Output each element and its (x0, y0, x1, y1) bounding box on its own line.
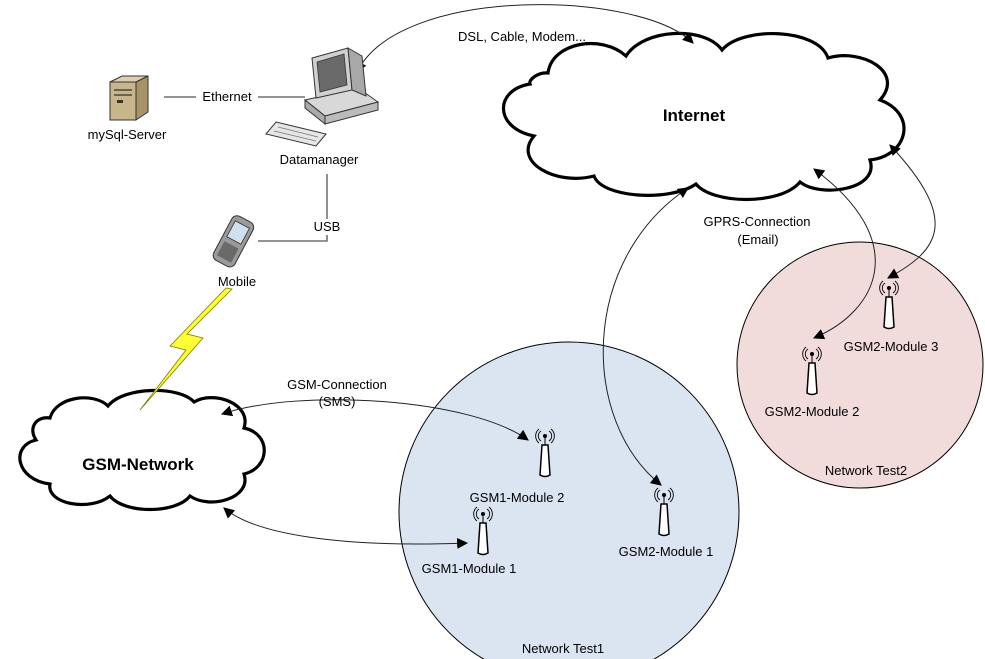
dsl-connection-arc (356, 4, 694, 73)
gsm-connection-arc-2 (223, 507, 469, 549)
usb-wire (258, 174, 328, 242)
server-icon (109, 75, 149, 121)
gprs-connection-arc-1 (602, 187, 689, 486)
network-test2-circle (736, 241, 984, 489)
gsm-connection-label: GSM-Connection (287, 377, 387, 392)
gsm2-module-1-label: GSM2-Module 1 (619, 544, 714, 559)
ethernet-label: Ethernet (202, 89, 252, 104)
gsm-connection-sub-label: (SMS) (319, 394, 356, 409)
network-test2-label: Network Test2 (825, 463, 907, 478)
gsm1-module-1-label: GSM1-Module 1 (422, 561, 517, 576)
usb-label: USB (314, 219, 341, 234)
dsl-label: DSL, Cable, Modem... (458, 29, 586, 44)
gsm1-module-2-label: GSM1-Module 2 (470, 490, 565, 505)
mobile-phone-icon (212, 215, 255, 268)
internet-label: Internet (663, 106, 726, 125)
gprs-label: GPRS-Connection (704, 214, 811, 229)
gprs-connection-arc-2 (812, 168, 876, 340)
server-label: mySql-Server (88, 127, 167, 142)
network-test1-label: Network Test1 (522, 641, 604, 656)
gsm-connection-arc-1 (220, 399, 529, 441)
lightning-bolt (139, 287, 233, 411)
gsm2-module-2-label: GSM2-Module 2 (765, 404, 860, 419)
gsm-network-cloud (18, 388, 266, 512)
gsm-network-label: GSM-Network (82, 455, 194, 474)
datamanager-label: Datamanager (280, 152, 359, 167)
mobile-label: Mobile (218, 274, 256, 289)
gprs-connection-arc-3 (887, 144, 936, 279)
internet-cloud (502, 31, 906, 202)
network-test1-circle (398, 341, 740, 659)
gprs-sub-label: (Email) (737, 232, 778, 247)
computer-icon (265, 47, 380, 147)
gsm2-module-3-label: GSM2-Module 3 (844, 339, 939, 354)
